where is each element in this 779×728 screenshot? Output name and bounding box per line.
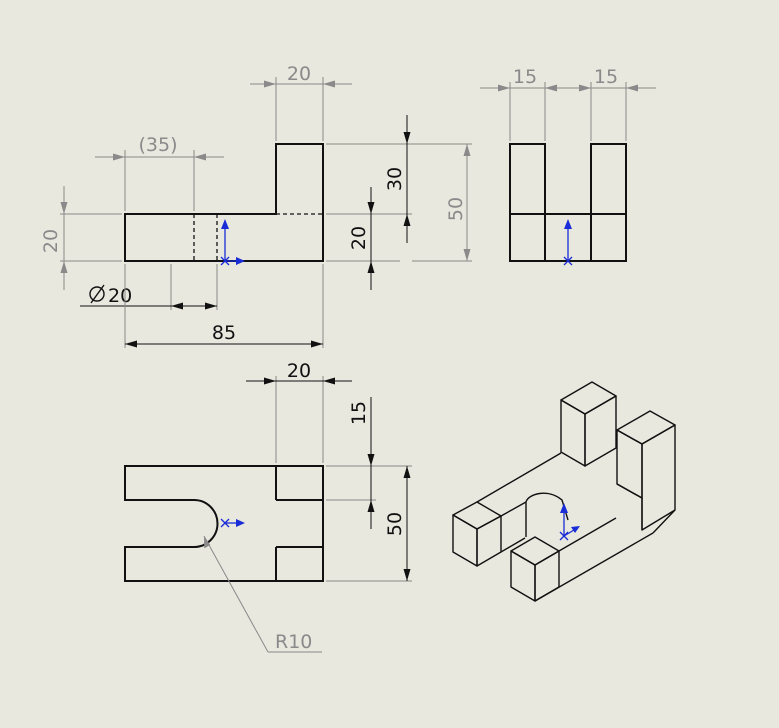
side-dim-gaps: 15 15 (480, 66, 656, 141)
side-view: 15 15 (480, 66, 656, 266)
front-view-outline (124, 143, 324, 262)
front-dim-upper-height-text: 30 (384, 167, 406, 191)
top-dim-total-depth-text: 50 (384, 512, 406, 536)
front-dim-upper-height: 30 (326, 115, 412, 243)
front-dim-lower-height-text: 20 (348, 226, 370, 250)
side-dim-left-gap-text: 15 (513, 66, 537, 88)
iso-origin-axes (559, 503, 580, 541)
top-dim-top-width-text: 20 (287, 360, 311, 382)
top-dim-radius-text: R10 (275, 631, 312, 653)
top-dim-total-depth: 50 (326, 465, 412, 582)
front-dim-reference: (35) (95, 134, 224, 211)
top-view: 20 15 50 R10 (124, 360, 412, 653)
top-view-outline (124, 465, 324, 582)
top-origin-axes (220, 518, 245, 528)
isometric-view (452, 381, 676, 602)
front-dim-total-height-text: 50 (445, 197, 467, 221)
front-origin-axes (220, 219, 245, 266)
front-view: 20 (35) 20 30 (40, 63, 472, 348)
front-dim-left-height: 20 (40, 186, 122, 290)
front-dim-reference-text: (35) (138, 134, 177, 156)
top-dim-depth-upper-text: 15 (348, 401, 370, 425)
side-origin-axes (563, 219, 573, 266)
side-dim-right-gap-text: 15 (594, 66, 618, 88)
top-dim-depth-upper: 15 (326, 397, 376, 529)
front-dim-top-width-text: 20 (287, 63, 311, 85)
front-dim-top-width: 20 (250, 63, 352, 141)
front-dim-total-height: 50 (412, 143, 472, 262)
top-dim-radius: R10 (203, 535, 322, 653)
front-dim-overall-length-text: 85 (212, 322, 236, 344)
side-view-outline (509, 143, 627, 262)
front-dim-hole-diameter: 20 (80, 264, 218, 310)
diameter-icon (89, 284, 105, 304)
front-dim-hole-diameter-text: 20 (108, 285, 132, 307)
top-dim-top-width: 20 (246, 360, 352, 463)
front-dim-left-height-text: 20 (40, 229, 62, 253)
front-dim-overall-length: 85 (124, 264, 324, 348)
front-dim-lower-height: 20 (326, 187, 400, 290)
